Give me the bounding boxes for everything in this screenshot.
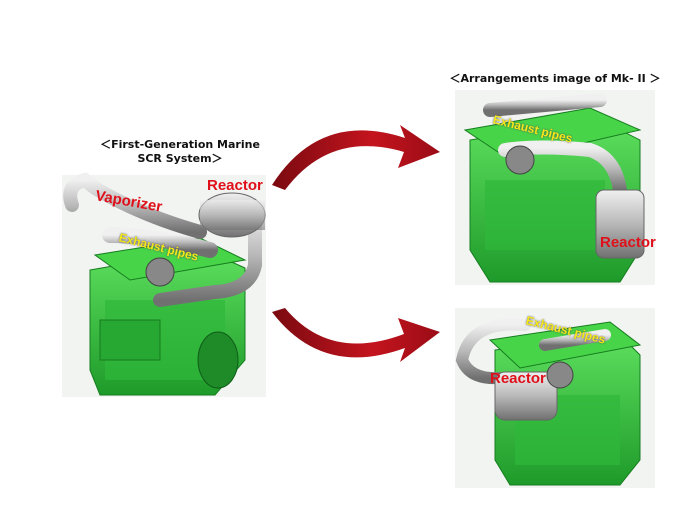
left-caption-line2: SCR System＞ (137, 152, 223, 165)
right-bottom-reactor-label: Reactor (490, 370, 546, 387)
left-reactor-label: Reactor (207, 177, 263, 194)
right-bottom-engine-image (455, 308, 655, 488)
left-caption-line1: ＜First-Generation Marine (100, 138, 260, 151)
right-top-reactor-label: Reactor (600, 234, 656, 251)
upper-arrow (272, 125, 440, 190)
lower-arrow (272, 308, 440, 362)
left-engine-image (62, 172, 266, 397)
right-top-caption: ＜Arrangements image of Mk- II ＞ (449, 72, 661, 85)
left-caption: ＜First-Generation Marine SCR System＞ (60, 138, 300, 166)
right-top-engine-image (455, 90, 655, 285)
